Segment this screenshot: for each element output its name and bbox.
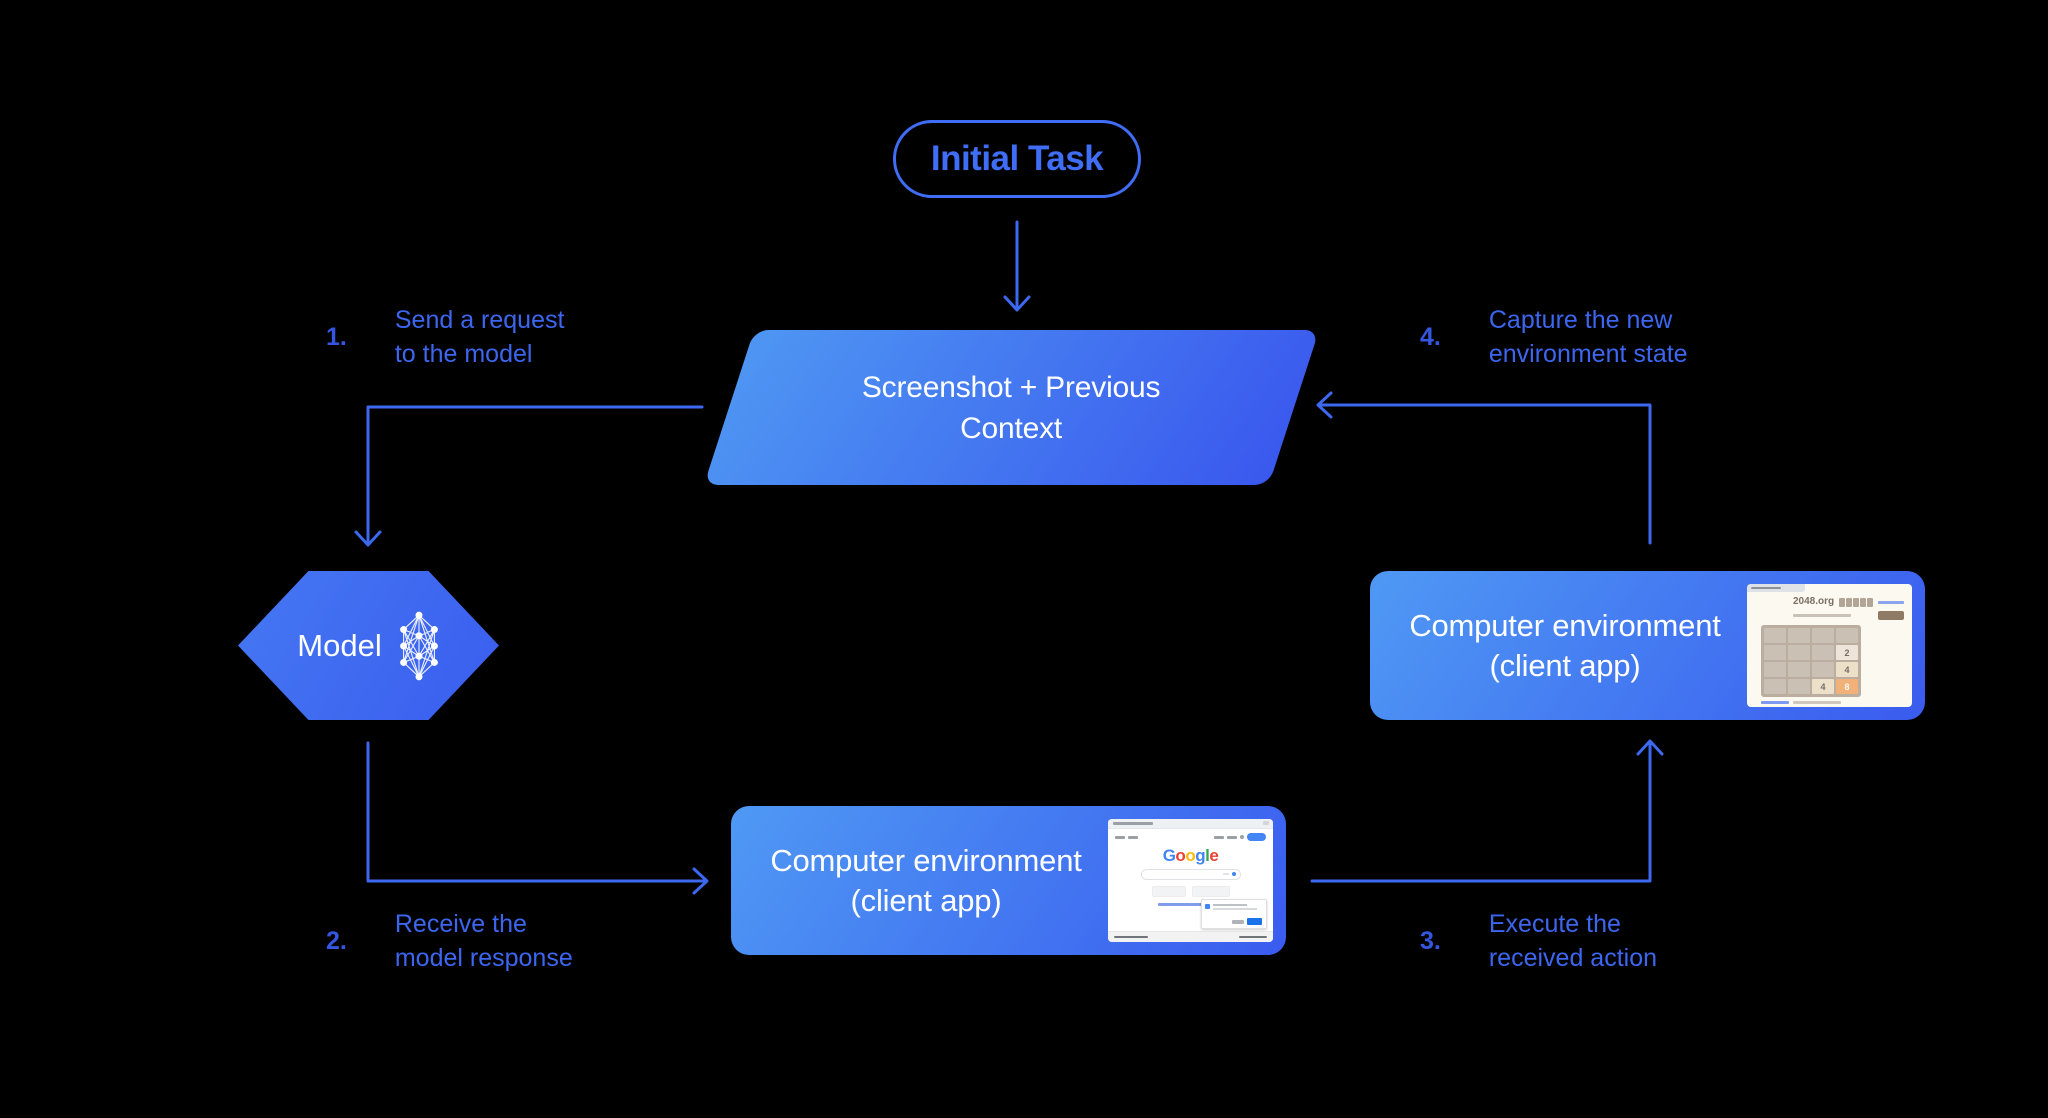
screenshot-context-node: Screenshot + Previous Context [703,330,1320,485]
search-buttons-mini [1108,886,1273,897]
computer-env-bottom-label: Computer environment (client app) [770,842,1082,918]
sign-in-dialog-mini [1201,899,1267,929]
game-grid: 2 4 4 8 [1761,625,1861,697]
model-label: Model [297,627,382,663]
model-node: Model [238,571,499,720]
arrowhead-down-2 [354,530,382,547]
arrowhead-left [1316,391,1333,419]
tile-4: 4 [1836,662,1858,677]
initial-task-node: Initial Task [893,120,1141,198]
arrowhead-up [1636,739,1664,756]
arrow-model-to-env [366,741,707,883]
google-footer-mini [1108,931,1273,942]
google-logo: Google [1162,846,1219,865]
dialog-signin-button-mini [1247,918,1262,925]
browser-tab-bar [1108,819,1273,829]
neural-network-icon [399,611,438,680]
step-3-number: 3. [1420,926,1441,955]
tile-8: 8 [1836,679,1858,694]
sign-in-button-mini [1247,833,1266,841]
tile-2: 2 [1836,645,1858,660]
computer-env-right-node: Computer environment (client app) 2048.o… [1370,571,1925,720]
apps-grid-icon [1240,835,1244,839]
google-homepage-thumbnail: Google [1108,819,1273,942]
arrow-env-to-env [1310,741,1652,883]
game-footer-links-mini [1761,701,1912,704]
arrow-context-to-model [366,405,704,545]
new-game-button-mini [1878,611,1904,620]
arrow-env-to-context [1318,403,1652,545]
game-subheader-row [1747,611,1912,620]
screenshot-context-label: Screenshot + Previous Context [862,370,1161,445]
arrowhead-down-1 [1003,295,1031,312]
game-header-row: 2048.org [1747,597,1912,607]
tile-4b: 4 [1812,679,1834,694]
header-link-mini [1878,600,1904,604]
game-title: 2048.org [1793,596,1835,607]
language-links-mini [1157,903,1224,906]
initial-task-label: Initial Task [930,139,1104,178]
computer-env-right-label: Computer environment (client app) [1409,607,1721,683]
game-2048-thumbnail: 2048.org 2 4 4 8 [1747,584,1912,707]
computer-env-bottom-node: Computer environment (client app) Google [731,806,1286,955]
step-4-number: 4. [1420,322,1441,351]
step-2-number: 2. [326,926,347,955]
arrowhead-right [692,867,709,895]
google-g-icon [1205,904,1210,909]
browser-tab-mini [1747,584,1805,592]
mic-icon [1231,872,1236,876]
search-box-mini [1140,869,1241,880]
step-1-number: 1. [326,322,347,351]
google-header-row [1108,829,1273,841]
score-boxes-mini [1839,597,1874,607]
